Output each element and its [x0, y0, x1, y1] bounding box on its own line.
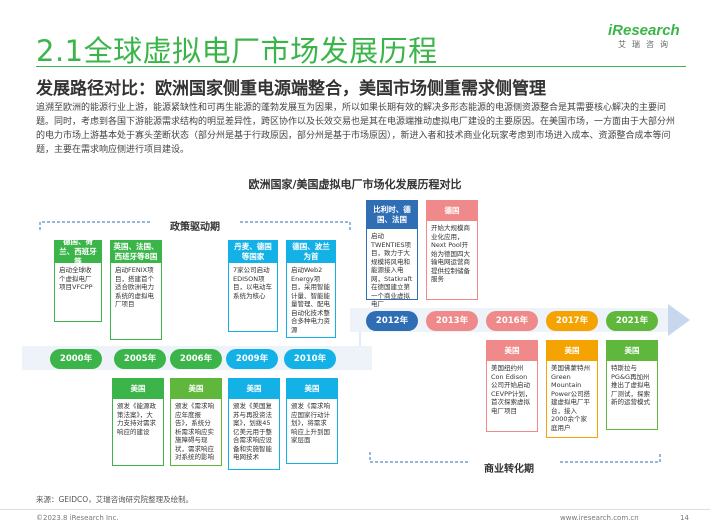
page-subtitle: 发展路径对比：欧洲国家侧重电源端整合，美国市场侧重需求侧管理: [36, 79, 546, 99]
page-number: 14: [680, 514, 689, 522]
card-bottom-2021-head: 美国: [607, 341, 657, 361]
card-bottom-2017-body: 美国佛蒙特州Green Mountain Power公司搭建虚拟电厂平台，接入2…: [551, 364, 591, 432]
card-top-2012: 比利时、德国、法国 启动TWENTIES项目，致力于大规模将风电和能源接入电网，…: [366, 200, 418, 308]
band-arrow: [668, 304, 690, 336]
card-top-2005-head: 英国、法国、西班牙等8国: [111, 241, 161, 263]
year-pill-2009: 2009年: [226, 349, 278, 369]
logo-text: iResearch: [608, 22, 680, 39]
card-top-2012-head: 比利时、德国、法国: [367, 201, 417, 229]
card-top-2000-head: 德国、荷兰、西班牙等: [55, 237, 101, 266]
iresearch-logo: iResearch 艾瑞咨询: [608, 22, 688, 50]
card-top-2012-body: 启动TWENTIES项目，致力于大规模将风电和能源接入电网，Statkraft在…: [371, 232, 413, 308]
body-paragraph: 追溯至欧洲的能源行业上游，能源紧缺性和可再生能源的蓬勃发展互为因果，所以如果长期…: [36, 103, 676, 155]
year-pill-2016: 2016年: [486, 311, 538, 331]
year-pill-2013: 2013年: [426, 311, 478, 331]
commerce-bracket-left: [369, 452, 470, 463]
card-top-2010-body: 启动Web2 Energy项目，采用智能计量、智能能量管理、配电自动化技术整合多…: [291, 266, 330, 334]
policy-bracket-left: [39, 221, 150, 230]
card-bottom-2021-body: 特斯拉与PG&G再加州推出了虚拟电厂测试，探索新的运营模式: [611, 364, 650, 406]
commerce-bracket-right: [560, 452, 661, 463]
card-top-2009-body: 7家公司启动EDISON项目，以电动车系统为核心: [233, 266, 272, 300]
card-bottom-2009-head: 美国: [229, 379, 279, 399]
timeline-svg: [22, 221, 690, 463]
card-bottom-2006: 美国 颁发《需求响应年度报告》，系统分析需求响应实施障碍与现状，需求响应对系统的…: [170, 378, 222, 466]
card-bottom-2016-body: 美国纽约州Con Edison公司开始启动CEVPP计划，首次探索虚拟电厂项目: [491, 364, 532, 415]
copyright: ©2023.8 iResearch Inc.: [36, 514, 119, 522]
card-bottom-2016-head: 美国: [487, 341, 537, 361]
card-bottom-2009: 美国 颁发《美国复苏与再投资法案》，划拨45亿美元用于整合需求响应设备和实施智能…: [228, 378, 280, 470]
year-pill-2021: 2021年: [606, 311, 658, 331]
card-bottom-2006-head: 美国: [171, 379, 221, 399]
card-top-2010: 德国、波兰为首 启动Web2 Energy项目，采用智能计量、智能能量管理、配电…: [286, 240, 336, 338]
card-bottom-2005: 美国 颁发《能源政策法案》，大力支持对需求响应的建设: [112, 378, 164, 466]
year-pill-2010: 2010年: [284, 349, 336, 369]
year-pill-2006: 2006年: [170, 349, 222, 369]
card-top-2013-head: 德国: [427, 201, 477, 221]
footer-divider: [0, 509, 710, 510]
card-bottom-2010-body: 颁发《需求响应国家行动计划》，将需求响应上升到国家层面: [291, 402, 330, 444]
card-bottom-2006-body: 颁发《需求响应年度报告》，系统分析需求响应实施障碍与现状，需求响应对系统的影响: [175, 402, 214, 461]
card-top-2000: 德国、荷兰、西班牙等 启动全球收个虚拟电厂项目VFCPP: [54, 237, 102, 322]
website-link[interactable]: www.iresearch.com.cn: [560, 514, 639, 522]
card-bottom-2005-body: 颁发《能源政策法案》，大力支持对需求响应的建设: [117, 402, 156, 436]
card-top-2005-body: 启动FENIX项目，搭建首个适合欧洲电力系统的虚拟电厂项目: [115, 266, 154, 308]
card-top-2000-body: 启动全球收个虚拟电厂项目VFCPP: [59, 266, 93, 291]
year-pill-2000: 2000年: [50, 349, 102, 369]
source-note: 来源：GEIDCO，艾瑞咨询研究院整理及绘制。: [36, 495, 194, 504]
title-divider: [36, 66, 686, 67]
logo-subtext: 艾瑞咨询: [618, 40, 674, 49]
card-top-2009-head: 丹麦、德国等国家: [229, 241, 277, 263]
policy-bracket-right: [240, 221, 351, 230]
card-bottom-2010: 美国 颁发《需求响应国家行动计划》，将需求响应上升到国家层面: [286, 378, 338, 464]
card-top-2013-body: 开始大规模商业化应用，Next Pool开始为德国四大输电网运营商提供控制储备服…: [431, 224, 470, 283]
policy-period-label: 政策驱动期: [170, 222, 220, 233]
card-bottom-2017-head: 美国: [547, 341, 597, 361]
card-bottom-2016: 美国 美国纽约州Con Edison公司开始启动CEVPP计划，首次探索虚拟电厂…: [486, 340, 538, 432]
card-bottom-2010-head: 美国: [287, 379, 337, 399]
card-top-2010-head: 德国、波兰为首: [287, 241, 335, 263]
card-bottom-2009-body: 颁发《美国复苏与再投资法案》，划拨45亿美元用于整合需求响应设备和实施智能电网技…: [233, 402, 272, 461]
chart-title: 欧洲国家/美国虚拟电厂市场化发展历程对比: [248, 178, 462, 191]
card-top-2009: 丹麦、德国等国家 7家公司启动EDISON项目，以电动车系统为核心: [228, 240, 278, 332]
year-pill-2005: 2005年: [114, 349, 166, 369]
year-pill-2012: 2012年: [366, 311, 418, 331]
commerce-period-label: 商业转化期: [484, 464, 534, 475]
year-pill-2017: 2017年: [546, 311, 598, 331]
card-bottom-2021: 美国 特斯拉与PG&G再加州推出了虚拟电厂测试，探索新的运营模式: [606, 340, 658, 430]
card-top-2013: 德国 开始大规模商业化应用，Next Pool开始为德国四大输电网运营商提供控制…: [426, 200, 478, 300]
card-bottom-2005-head: 美国: [113, 379, 163, 399]
card-bottom-2017: 美国 美国佛蒙特州Green Mountain Power公司搭建虚拟电厂平台，…: [546, 340, 598, 438]
page-title: 2.1全球虚拟电厂市场发展历程: [36, 34, 438, 68]
card-top-2005: 英国、法国、西班牙等8国 启动FENIX项目，搭建首个适合欧洲电力系统的虚拟电厂…: [110, 240, 162, 340]
